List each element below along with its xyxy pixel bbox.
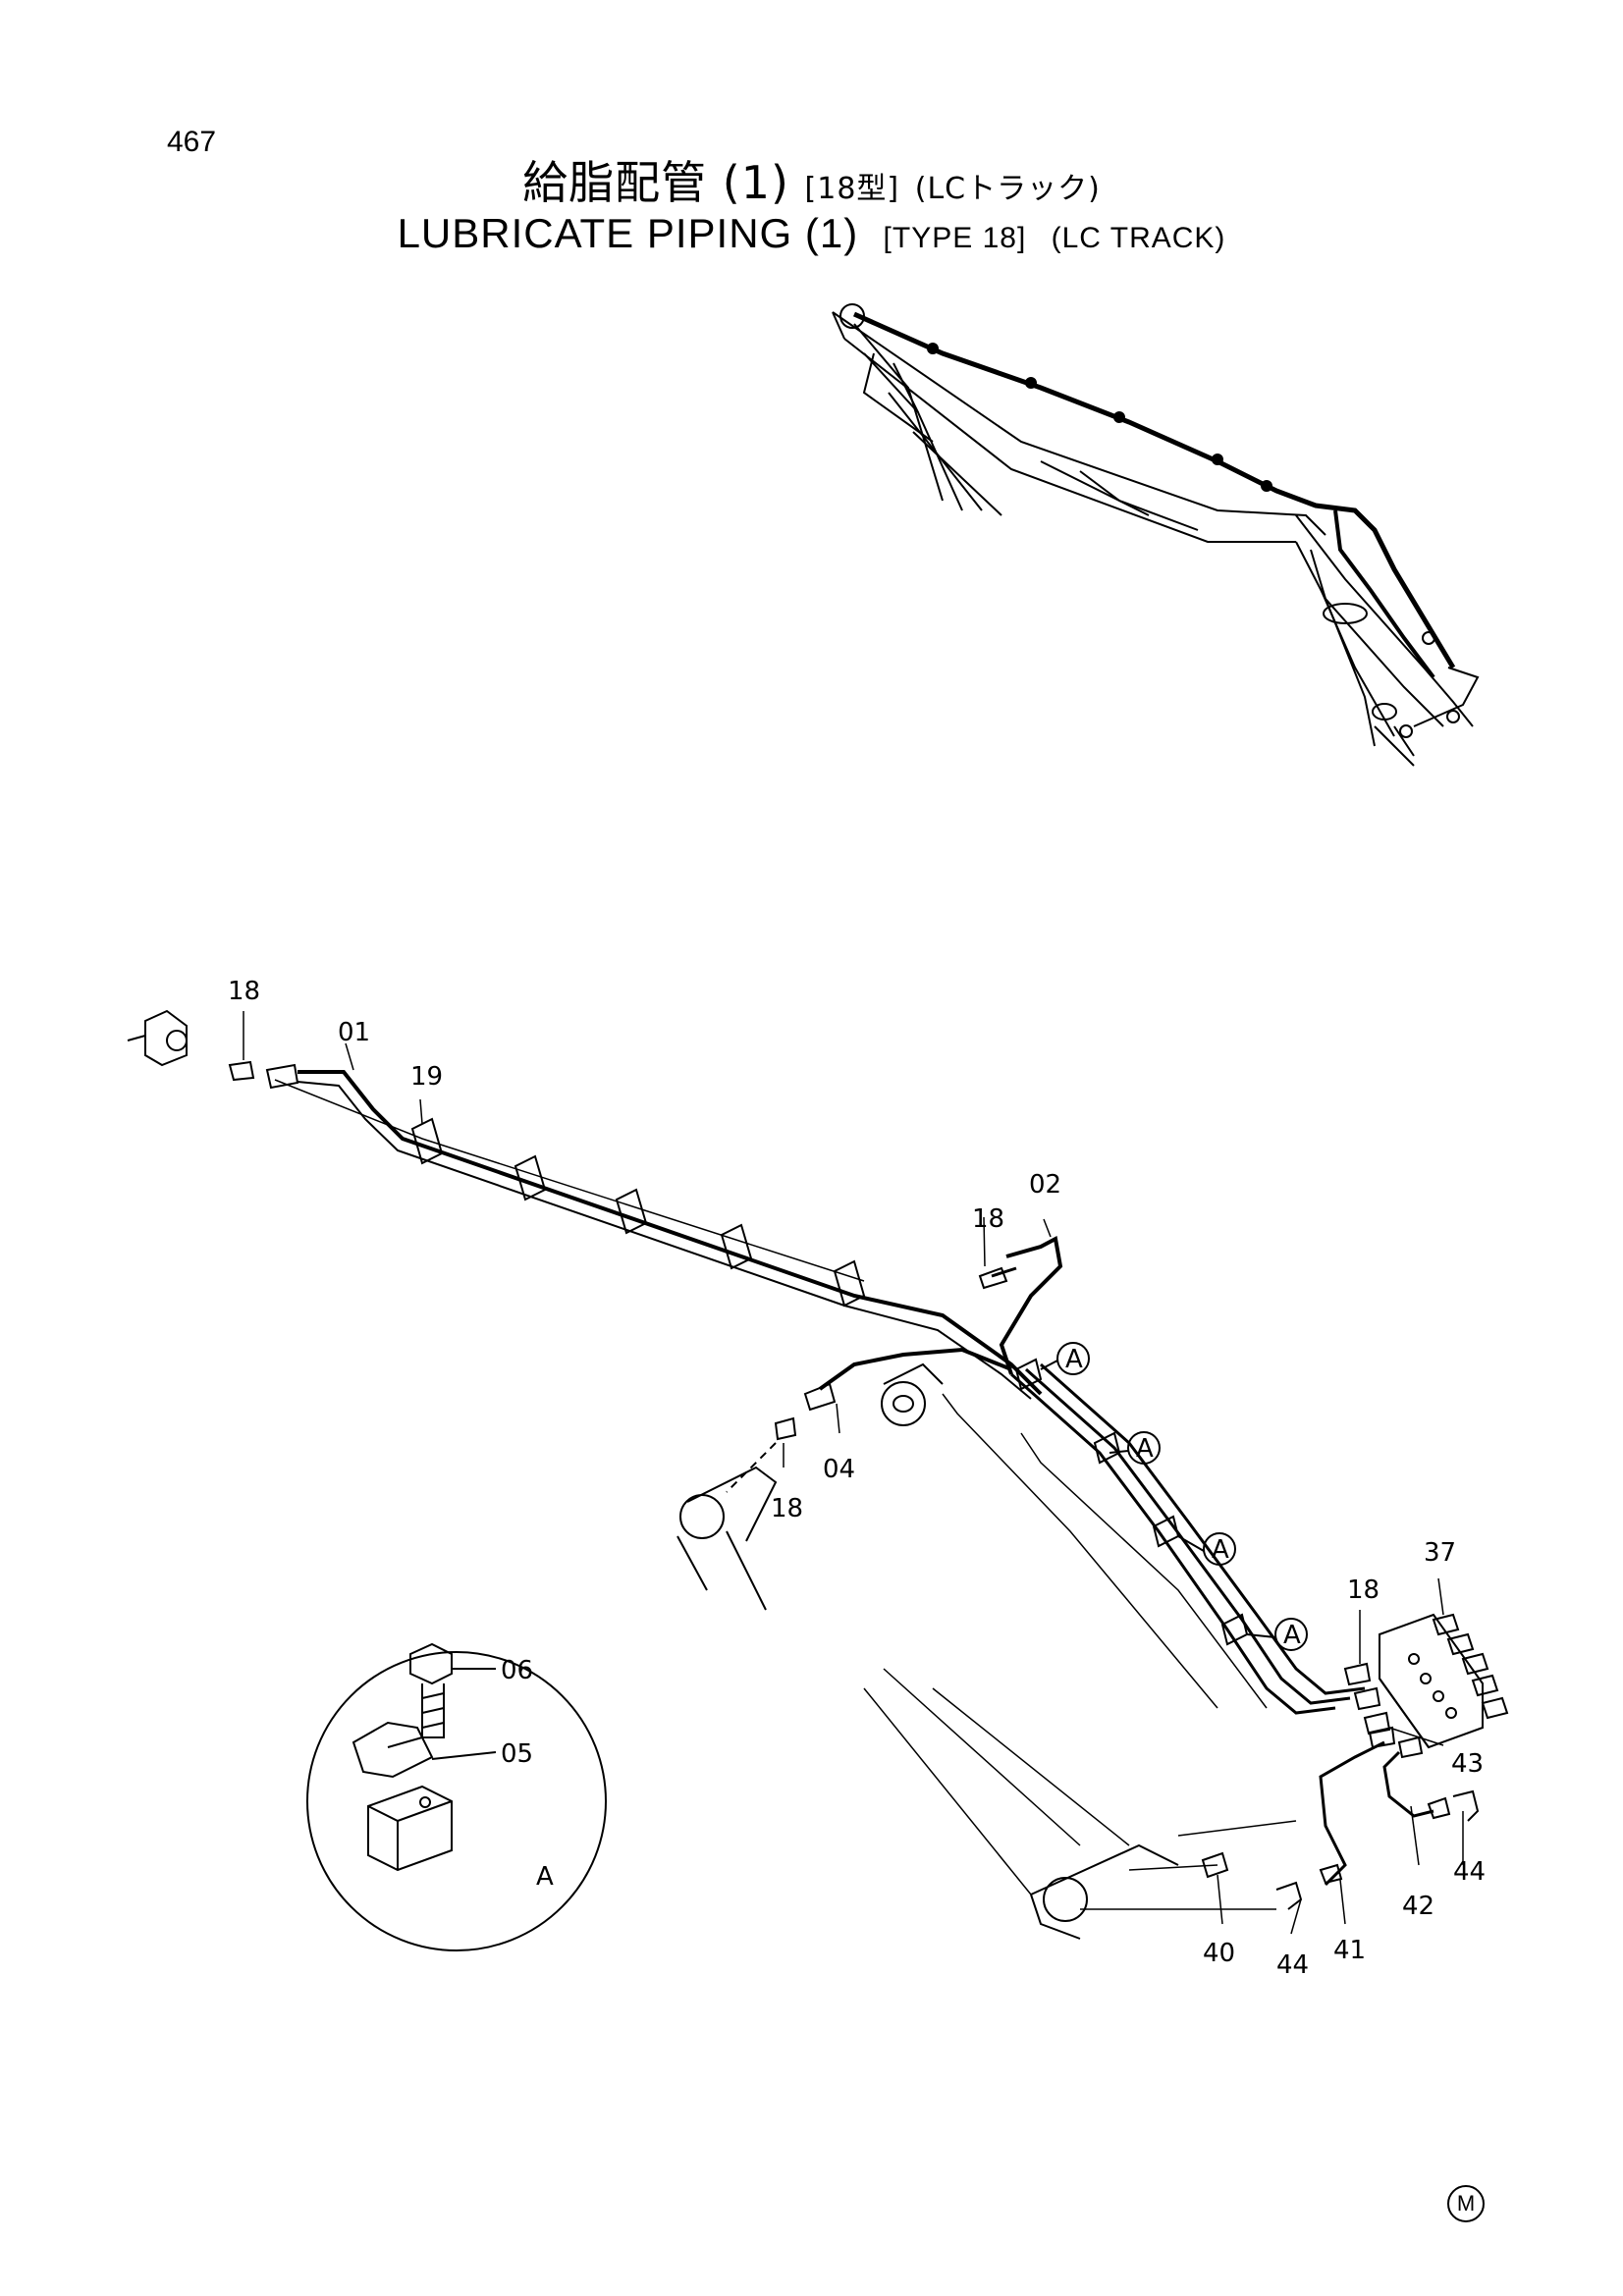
page-number: 467: [167, 126, 217, 158]
detail-a-view: [306, 1642, 607, 1951]
label-42: 42: [1402, 1892, 1434, 1921]
label-18: 18: [972, 1204, 1004, 1234]
boom-arm-overview: [832, 303, 1480, 767]
title-en-main: LUBRICATE PIPING (1): [397, 210, 859, 256]
detail-reference-markers: [1040, 1342, 1308, 1651]
label-44: 44: [1276, 1950, 1309, 1980]
label-02: 02: [1029, 1170, 1061, 1200]
marker-a-1: A: [1065, 1345, 1083, 1374]
title-jp-type: [18型]: [804, 172, 900, 206]
leader-lines: [243, 1011, 1464, 1935]
label-41: 41: [1333, 1936, 1366, 1965]
label-05: 05: [501, 1739, 533, 1769]
marker-a-3: A: [1212, 1535, 1229, 1565]
label-detail-a: A: [536, 1862, 554, 1892]
part-number-labels: 18 01 19 02 18 04 18 37 18 43 42 44 40 4…: [228, 977, 1486, 1980]
title-jp-main: 給脂配管 (1): [522, 156, 789, 209]
title-en-type: [TYPE 18]: [883, 222, 1027, 254]
label-19: 19: [410, 1062, 443, 1092]
label-40: 40: [1203, 1939, 1235, 1968]
label-18: 18: [771, 1494, 803, 1523]
title-en-track: (LC TRACK): [1051, 222, 1226, 254]
label-01: 01: [338, 1018, 370, 1047]
label-18: 18: [228, 977, 260, 1006]
title-jp-track: (LCトラック): [914, 172, 1101, 206]
title-japanese: 給脂配管 (1) [18型] (LCトラック): [0, 147, 1623, 212]
marker-a-4: A: [1283, 1621, 1301, 1650]
label-06: 06: [501, 1656, 533, 1685]
marker-a-2: A: [1136, 1434, 1154, 1464]
label-04: 04: [823, 1455, 855, 1484]
label-18: 18: [1347, 1575, 1380, 1605]
label-44: 44: [1453, 1857, 1486, 1887]
label-43: 43: [1451, 1749, 1484, 1779]
title-english: LUBRICATE PIPING (1) [TYPE 18] (LC TRACK…: [0, 210, 1623, 257]
manufacturer-mark: M: [1447, 2185, 1485, 2222]
label-37: 37: [1424, 1538, 1456, 1568]
main-exploded-view: [127, 1009, 1509, 1940]
